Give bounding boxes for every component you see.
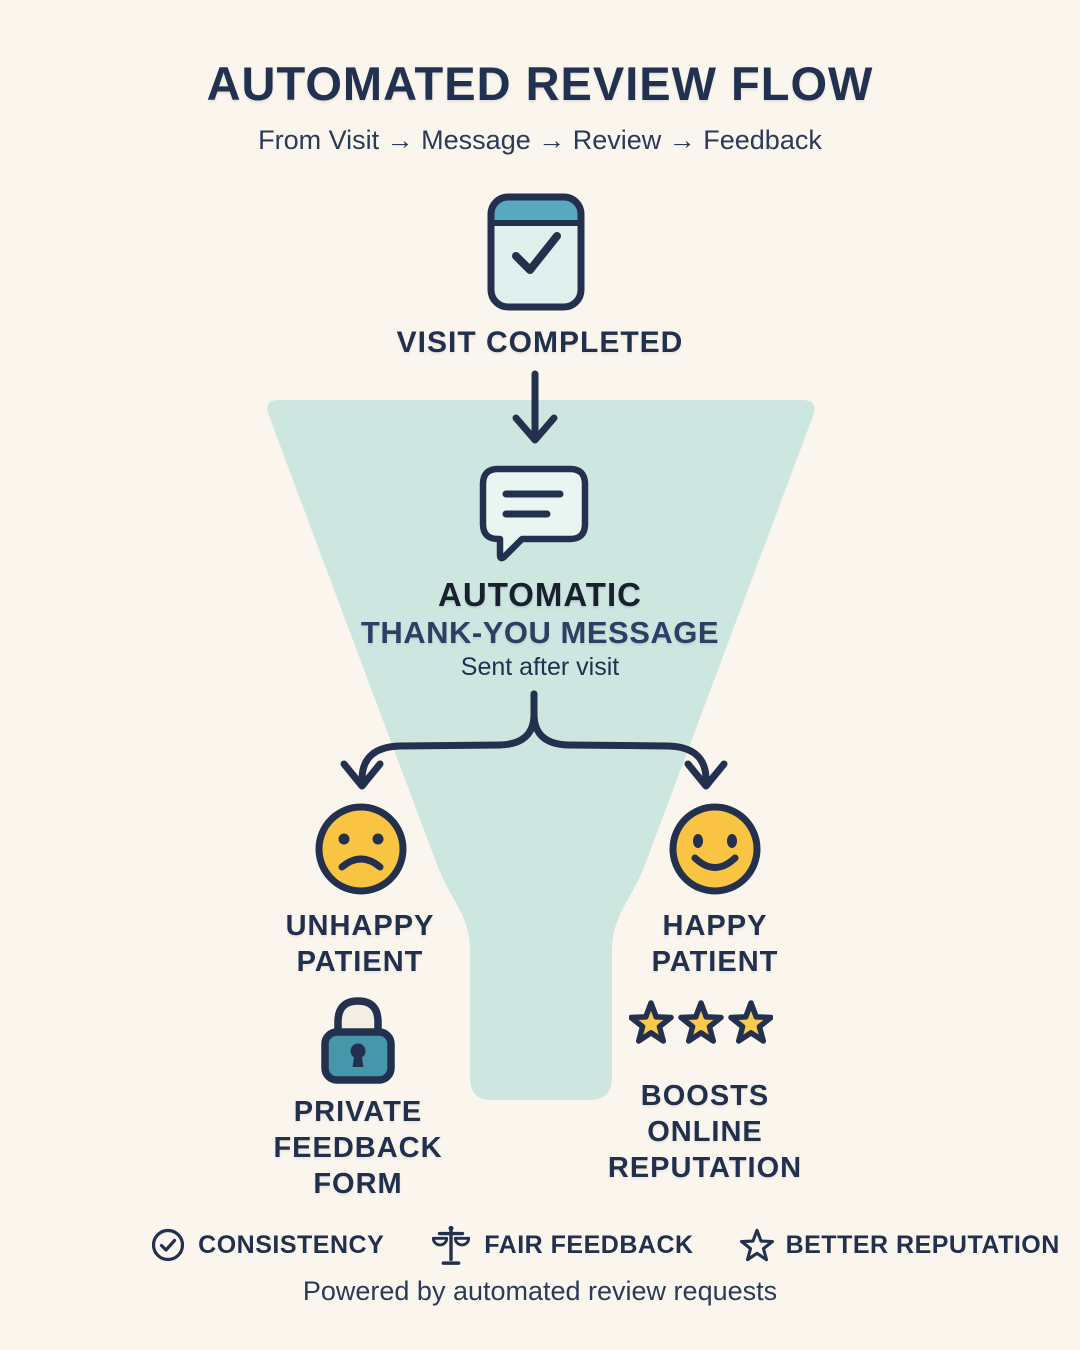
badge-better-reputation-label: BETTER REPUTATION bbox=[785, 1230, 1060, 1259]
visit-completed-label: VISIT COMPLETED bbox=[396, 326, 684, 359]
happy-face-icon bbox=[669, 803, 761, 895]
page-title: AUTOMATED REVIEW FLOW bbox=[206, 57, 874, 110]
boosts-online-reputation-label: BOOSTS ONLINE REPUTATION bbox=[607, 1080, 803, 1184]
page-subtitle: From Visit → Message → Review → Feedback bbox=[258, 125, 822, 155]
star-outline-icon bbox=[739, 1228, 774, 1262]
lock-icon bbox=[321, 997, 395, 1084]
calendar-check-icon bbox=[487, 193, 585, 311]
badge-fair-feedback: FAIR FEEDBACK bbox=[430, 1223, 693, 1267]
thank-you-message-label: THANK-YOU MESSAGE bbox=[360, 615, 720, 650]
sad-face-icon bbox=[315, 803, 407, 895]
automatic-label: AUTOMATIC bbox=[438, 576, 642, 613]
branch-arrow-right bbox=[530, 690, 728, 790]
badge-consistency: CONSISTENCY bbox=[150, 1227, 384, 1263]
badge-better-reputation: BETTER REPUTATION bbox=[739, 1228, 1060, 1262]
three-stars-icon bbox=[629, 1000, 773, 1044]
badge-consistency-label: CONSISTENCY bbox=[198, 1230, 385, 1259]
funnel-shape bbox=[267, 400, 815, 1100]
sent-after-visit-note: Sent after visit bbox=[460, 653, 620, 681]
chat-bubble-icon bbox=[479, 465, 589, 562]
scales-icon bbox=[432, 1225, 471, 1265]
happy-patient-label: HAPPY PATIENT bbox=[651, 910, 779, 978]
private-feedback-form-label: PRIVATE FEEDBACK FORM bbox=[273, 1096, 443, 1200]
badge-fair-feedback-label: FAIR FEEDBACK bbox=[484, 1230, 694, 1259]
unhappy-patient-label: UNHAPPY PATIENT bbox=[285, 910, 435, 978]
check-circle-icon bbox=[152, 1228, 185, 1262]
footer-note: Powered by automated review requests bbox=[302, 1276, 778, 1306]
arrow-down-visit-to-message bbox=[512, 370, 558, 444]
benefits-row: CONSISTENCY FAIR FEEDBACK BETTER REPUTAT… bbox=[130, 1222, 1080, 1268]
